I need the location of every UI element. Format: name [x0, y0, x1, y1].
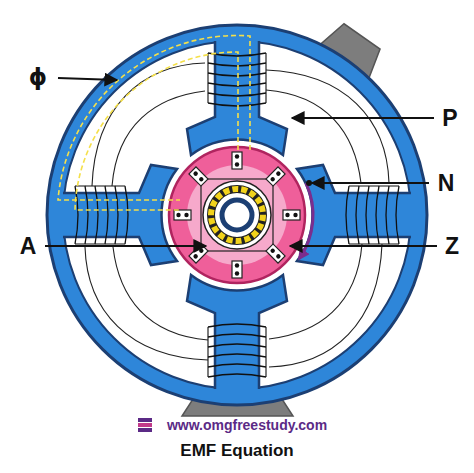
armature-slot — [266, 244, 285, 263]
watermark-url: www.omgfreestudy.com — [164, 417, 330, 433]
armature-slot — [283, 210, 300, 220]
leader-arrow — [58, 78, 117, 80]
rotation-arrow — [299, 183, 313, 259]
armature-slot — [232, 152, 242, 169]
poles-symbol: P — [442, 107, 457, 130]
site-icon — [138, 418, 152, 432]
armature-core — [187, 165, 287, 265]
conductors-symbol: Z — [445, 235, 459, 258]
flux-symbol: ϕ — [29, 66, 47, 89]
flux-path — [75, 52, 238, 210]
armature-slot — [266, 167, 285, 186]
shaft — [222, 200, 252, 230]
yoke-ring — [47, 25, 427, 405]
parallel-paths-symbol: A — [20, 235, 37, 258]
flux-path — [58, 36, 250, 200]
armature-winding — [201, 179, 273, 251]
armature — [169, 147, 305, 283]
armature-slot — [232, 261, 242, 278]
armature-slot — [174, 210, 191, 220]
machine — [47, 25, 427, 405]
commutator-hub — [203, 181, 271, 249]
leader-dot — [306, 180, 312, 186]
speed-symbol: N — [438, 172, 455, 195]
leader-arrow — [292, 117, 434, 119]
caption: EMF Equation — [180, 442, 293, 459]
commutator — [211, 189, 263, 241]
leader-arrow — [45, 245, 206, 247]
armature-slot — [189, 167, 208, 186]
leader-arrow — [290, 245, 437, 247]
leader-arrow — [312, 182, 429, 184]
commutator-segments — [211, 189, 263, 241]
